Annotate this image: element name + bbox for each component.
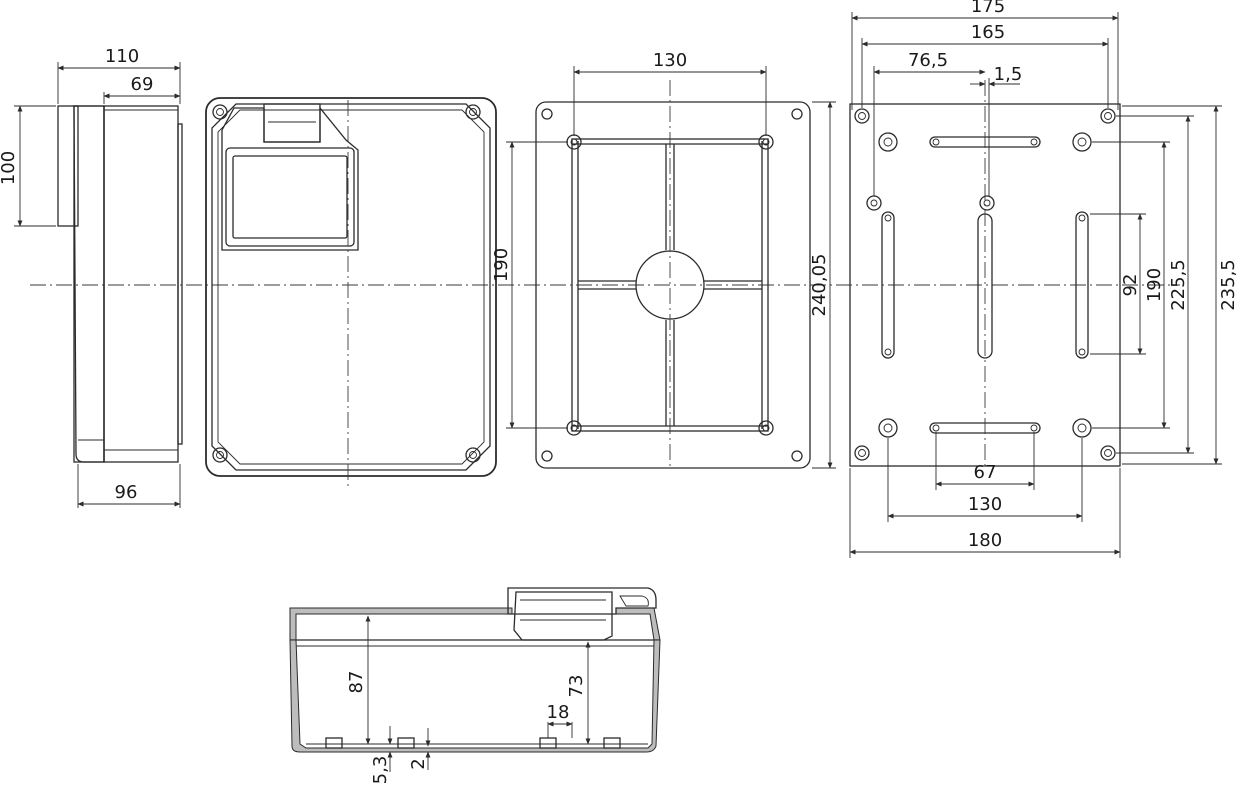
dim-right-190: 190 <box>1144 268 1165 302</box>
dim-right-180: 180 <box>968 530 1002 551</box>
dim-right-15: 1,5 <box>994 64 1023 85</box>
dim-right-2255: 225,5 <box>1168 259 1189 311</box>
dim-right-165: 165 <box>971 22 1005 43</box>
dim-right-2355: 235,5 <box>1218 259 1239 311</box>
dim-right-130: 130 <box>968 494 1002 515</box>
dim-side-110: 110 <box>105 46 139 67</box>
dim-section-53: 5,3 <box>370 756 391 785</box>
dim-section-18: 18 <box>547 702 570 723</box>
dim-right-765: 76,5 <box>908 50 948 71</box>
dim-right-175: 175 <box>971 0 1005 17</box>
side-view: 110 69 100 96 <box>0 46 183 508</box>
dim-side-96: 96 <box>115 482 138 503</box>
dim-right-92: 92 <box>1120 274 1141 297</box>
front-view <box>205 97 497 490</box>
dim-right-67: 67 <box>974 462 997 483</box>
dim-section-2: 2 <box>408 758 429 769</box>
dim-back-130: 130 <box>653 50 687 71</box>
dim-side-100: 100 <box>0 151 19 185</box>
dim-section-73: 73 <box>566 675 587 698</box>
back-view: 130 190 240,05 <box>491 50 836 470</box>
dim-section-87: 87 <box>346 671 367 694</box>
dim-back-24005: 240,05 <box>809 254 830 317</box>
dim-side-69: 69 <box>131 74 154 95</box>
mounting-view: 175 165 76,5 1,5 92 190 225,5 235,5 <box>849 0 1239 558</box>
dim-back-190: 190 <box>491 248 512 282</box>
section-view: 87 73 18 5,3 2 <box>289 587 661 785</box>
